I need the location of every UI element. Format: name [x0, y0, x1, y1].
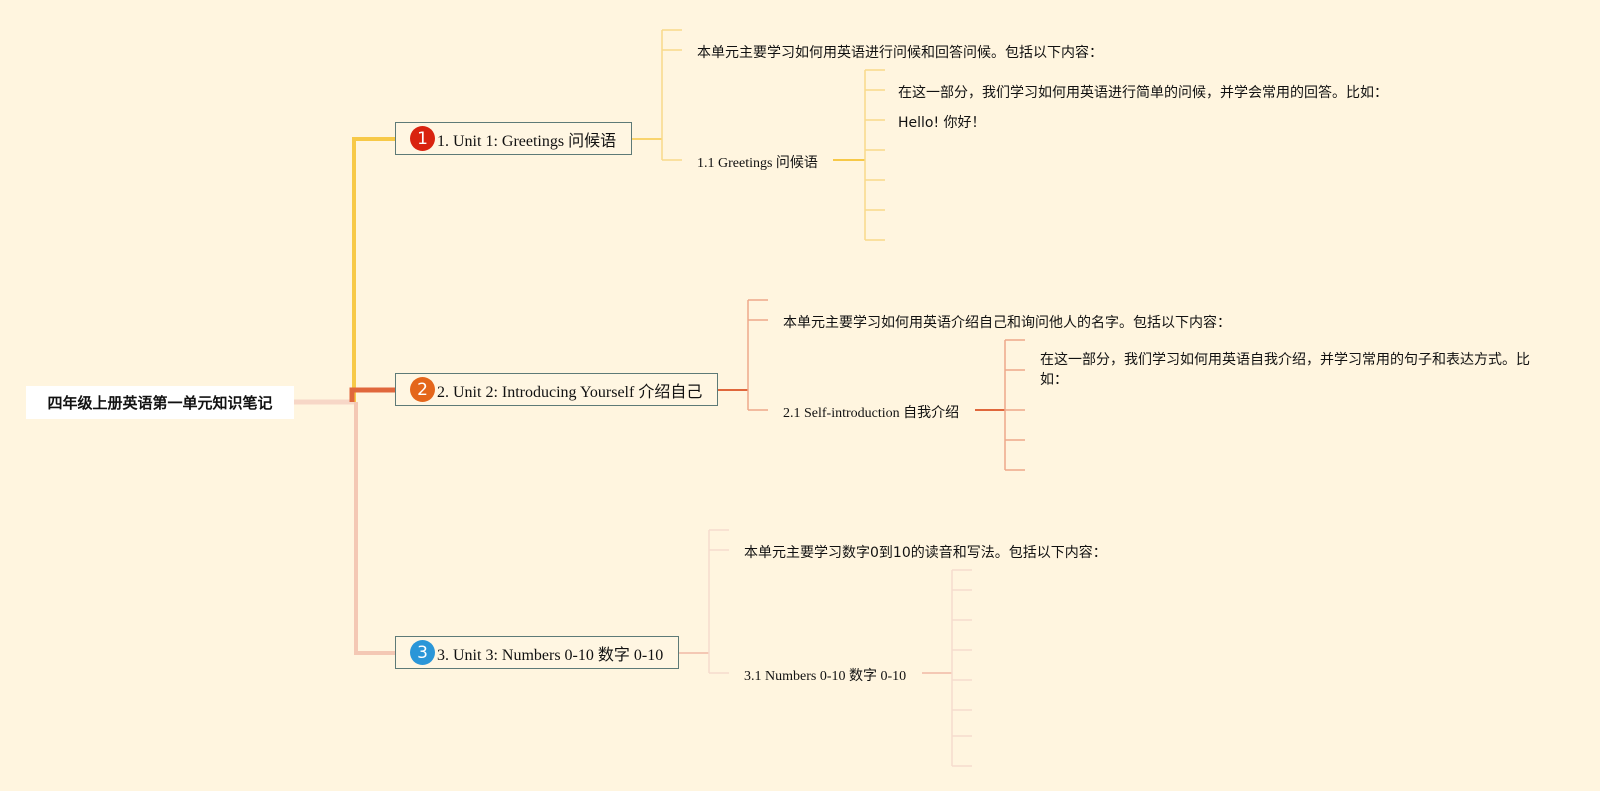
unit3-section[interactable]: 3.1 Numbers 0-10 数字 0-10	[744, 669, 907, 684]
root-topic-label: 四年级上册英语第一单元知识笔记	[47, 394, 273, 412]
unit1-label: 1. Unit 1: Greetings 问候语	[437, 132, 617, 150]
unit2-topic[interactable]: 2 2. Unit 2: Introducing Yourself 介绍自己	[395, 373, 718, 406]
unit3-topic[interactable]: 3 3. Unit 3: Numbers 0-10 数字 0-10	[395, 636, 679, 669]
unit3-label: 3. Unit 3: Numbers 0-10 数字 0-10	[437, 646, 664, 664]
root-topic[interactable]: 四年级上册英语第一单元知识笔记	[26, 386, 294, 419]
unit1-topic[interactable]: 1 1. Unit 1: Greetings 问候语	[395, 122, 632, 155]
unit2-section[interactable]: 2.1 Self-introduction 自我介绍	[783, 406, 960, 421]
unit3-number-badge: 3	[410, 640, 435, 665]
branch-unit1	[352, 137, 395, 402]
unit2-detail-1[interactable]: 在这一部分，我们学习如何用英语自我介绍，并学习常用的句子和表达方式。比如：	[1040, 352, 1530, 388]
unit1-detail-1[interactable]: 在这一部分，我们学习如何用英语进行简单的问候，并学会常用的回答。比如：	[898, 85, 1388, 101]
unit3-children-lines	[679, 529, 972, 767]
unit1-detail-2[interactable]: Hello! 你好！	[898, 115, 986, 131]
unit2-children-lines	[718, 299, 1025, 471]
unit2-label: 2. Unit 2: Introducing Yourself 介绍自己	[437, 383, 703, 401]
unit2-intro[interactable]: 本单元主要学习如何用英语介绍自己和询问他人的名字。包括以下内容：	[783, 315, 1231, 331]
unit1-intro[interactable]: 本单元主要学习如何用英语进行问候和回答问候。包括以下内容：	[697, 45, 1103, 61]
unit3-intro[interactable]: 本单元主要学习数字0到10的读音和写法。包括以下内容：	[744, 545, 1107, 561]
branch-unit3	[354, 402, 395, 655]
unit2-number-badge: 2	[410, 377, 435, 402]
unit1-number-badge: 1	[410, 126, 435, 151]
unit1-section[interactable]: 1.1 Greetings 问候语	[697, 156, 818, 171]
unit1-children-lines	[632, 29, 885, 241]
branch-unit2	[349, 387, 395, 402]
